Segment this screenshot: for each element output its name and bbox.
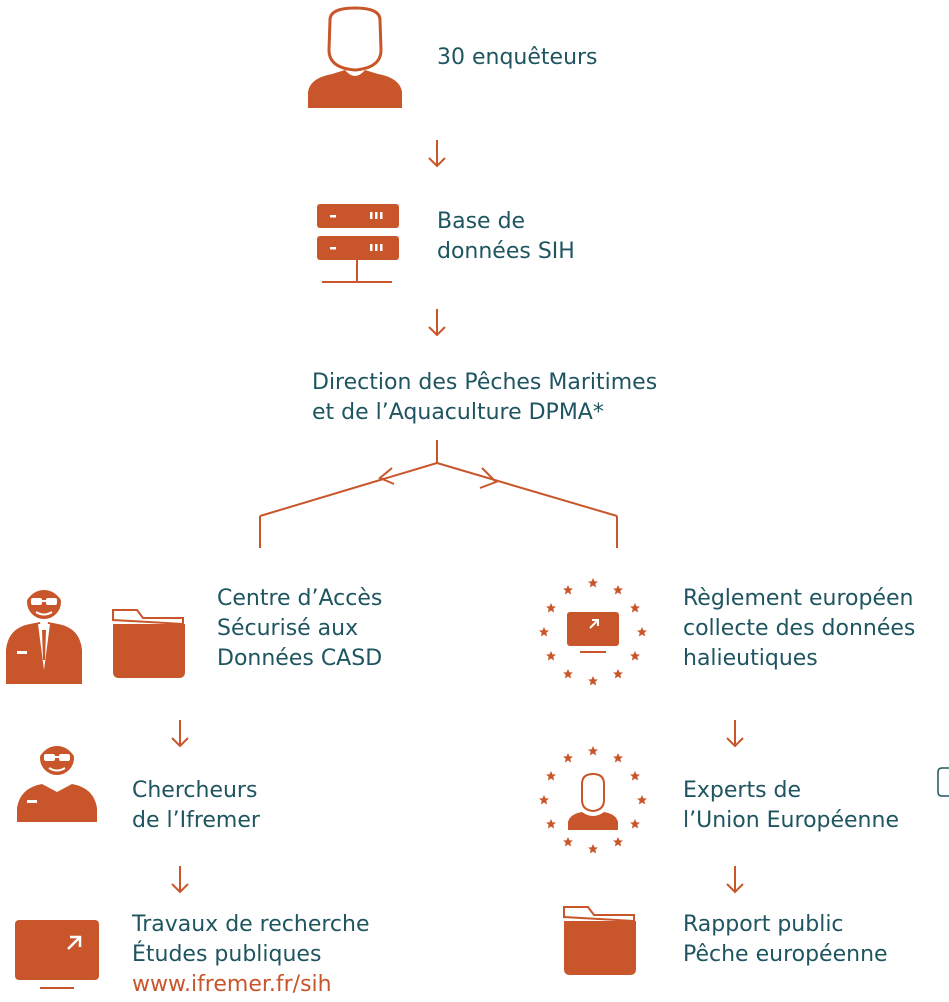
label-experts: Experts de l’Union Européenne — [683, 778, 899, 833]
folder-icon — [563, 906, 637, 976]
researcher-glasses-icon — [17, 737, 97, 822]
label-rapport: Rapport public Pêche européenne — [683, 912, 888, 967]
monitor-arrow-icon — [15, 920, 99, 989]
label-dpma: Direction des Pêches Maritimes et de l’A… — [312, 370, 658, 425]
eu-stars-monitor-icon — [539, 578, 647, 686]
label-chercheurs: Chercheurs de l’Ifremer — [132, 778, 260, 833]
branch-connector — [259, 440, 618, 548]
edge-artifact — [937, 767, 949, 797]
folder-icon — [112, 609, 186, 679]
ifremer-sih-link[interactable]: www.ifremer.fr/sih — [132, 972, 332, 997]
label-base-sih: Base de données SIH — [437, 209, 575, 264]
server-icon — [317, 204, 399, 283]
researcher-glasses-icon — [6, 581, 82, 684]
person-icon — [308, 6, 402, 108]
eu-stars-person-icon — [539, 746, 647, 854]
label-enqueteurs: 30 enquêteurs — [437, 45, 598, 70]
label-reglement: Règlement européen collecte des données … — [683, 586, 916, 671]
label-travaux: Travaux de recherche Études publiques ww… — [132, 910, 370, 1000]
label-casd: Centre d’Accès Sécurisé aux Données CASD — [217, 586, 383, 671]
